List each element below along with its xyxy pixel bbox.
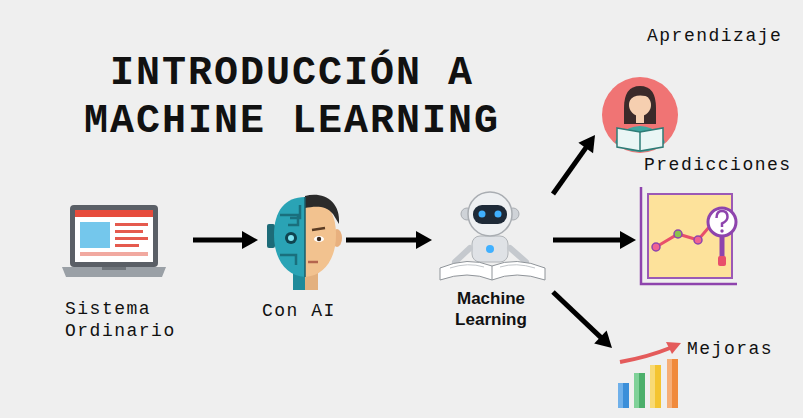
arrow-line <box>553 238 622 243</box>
icon-shape <box>304 197 306 277</box>
prediction-chart-icon <box>641 187 737 284</box>
icon-shape <box>468 192 512 236</box>
icon-shape <box>641 187 737 284</box>
icon-shape <box>440 261 545 280</box>
icon-shape <box>667 359 678 408</box>
system-node: Sistema Ordinario <box>62 200 193 346</box>
icon-shape <box>80 252 148 256</box>
growth-bars-icon <box>618 342 681 408</box>
icon-shape <box>274 197 305 277</box>
node-label: Mejoras <box>687 338 773 360</box>
icon-shape <box>455 248 526 262</box>
icon-shape <box>634 373 645 408</box>
icon-shape <box>612 126 668 160</box>
icon-shape <box>620 348 670 362</box>
icon-shape <box>617 128 663 151</box>
icon-shape <box>280 205 300 265</box>
icon-shape <box>492 266 493 280</box>
icon-shape <box>312 228 325 230</box>
icon-shape <box>288 235 294 241</box>
node-label: Machine Learning <box>432 288 550 330</box>
icon-shape <box>636 115 644 123</box>
icon-shape <box>115 244 139 247</box>
icon-shape <box>486 245 494 253</box>
node-label: Con AI <box>262 300 336 322</box>
icon-shape <box>694 236 702 244</box>
icon-shape <box>717 211 728 227</box>
arrow-line <box>553 292 602 338</box>
icon-shape <box>75 210 153 217</box>
arrow-connector <box>553 231 636 249</box>
arrow-connector <box>553 292 612 348</box>
icon-shape <box>305 195 339 224</box>
improvement-node: Mejoras <box>612 336 788 410</box>
icon-shape <box>495 211 502 218</box>
icon-shape <box>624 86 656 124</box>
node-label: Sistema Ordinario <box>65 298 190 342</box>
icon-shape <box>612 126 668 160</box>
title-box: INTRODUCCIÓN A MACHINE LEARNING <box>62 50 522 146</box>
icon-shape <box>115 237 148 240</box>
icon-shape <box>618 383 629 408</box>
icon-shape <box>479 211 486 218</box>
icon-shape <box>70 205 158 267</box>
icon-shape <box>602 77 678 153</box>
icon-shape <box>75 210 153 262</box>
arrow-line <box>346 238 418 243</box>
icon-shape <box>115 230 143 233</box>
icon-shape <box>634 373 639 408</box>
icon-shape <box>652 243 660 251</box>
icon-shape <box>473 205 507 224</box>
icon-shape <box>667 359 672 408</box>
ml-node: Machine Learning <box>432 192 553 340</box>
icon-shape <box>450 265 535 268</box>
arrow-line <box>193 238 244 243</box>
ai-face-icon <box>267 195 342 290</box>
icon-shape <box>80 222 110 248</box>
icon-shape <box>650 365 655 408</box>
icon-shape <box>308 261 318 264</box>
icon-shape <box>650 365 661 408</box>
icon-shape <box>708 208 736 236</box>
arrow-head <box>578 135 595 153</box>
robot-reading-icon <box>440 192 545 280</box>
arrow-head <box>594 330 612 348</box>
node-label: Predicciones <box>644 154 792 176</box>
prediction-node: Predicciones <box>636 153 800 290</box>
icon-shape <box>618 383 623 408</box>
arrow-head <box>416 231 432 249</box>
icon-shape <box>639 132 641 151</box>
arrow-head <box>242 231 258 249</box>
icon-shape <box>62 267 166 277</box>
icon-shape <box>674 230 682 238</box>
icon-shape <box>718 256 726 266</box>
icon-shape <box>666 342 681 354</box>
student-icon <box>602 77 678 160</box>
icon-shape <box>285 232 297 244</box>
icon-shape <box>317 237 321 241</box>
icon-shape <box>267 224 275 248</box>
learning-node: Aprendizaje <box>595 22 795 153</box>
icon-shape <box>629 91 651 101</box>
arrow-connector <box>553 135 595 194</box>
arrow-connector <box>193 231 258 249</box>
icon-shape <box>314 236 324 242</box>
laptop-icon <box>62 205 166 277</box>
icon-shape <box>720 229 723 232</box>
ai-node: Con AI <box>258 192 346 327</box>
icon-shape <box>472 236 508 262</box>
page-title: INTRODUCCIÓN A MACHINE LEARNING <box>62 50 522 146</box>
arrow-connector <box>346 231 432 249</box>
arrow-head <box>620 231 636 249</box>
icon-shape <box>656 226 710 247</box>
icon-shape <box>115 223 148 226</box>
icon-shape <box>102 267 126 270</box>
node-label: Aprendizaje <box>647 25 782 47</box>
arrow-line <box>553 146 587 194</box>
